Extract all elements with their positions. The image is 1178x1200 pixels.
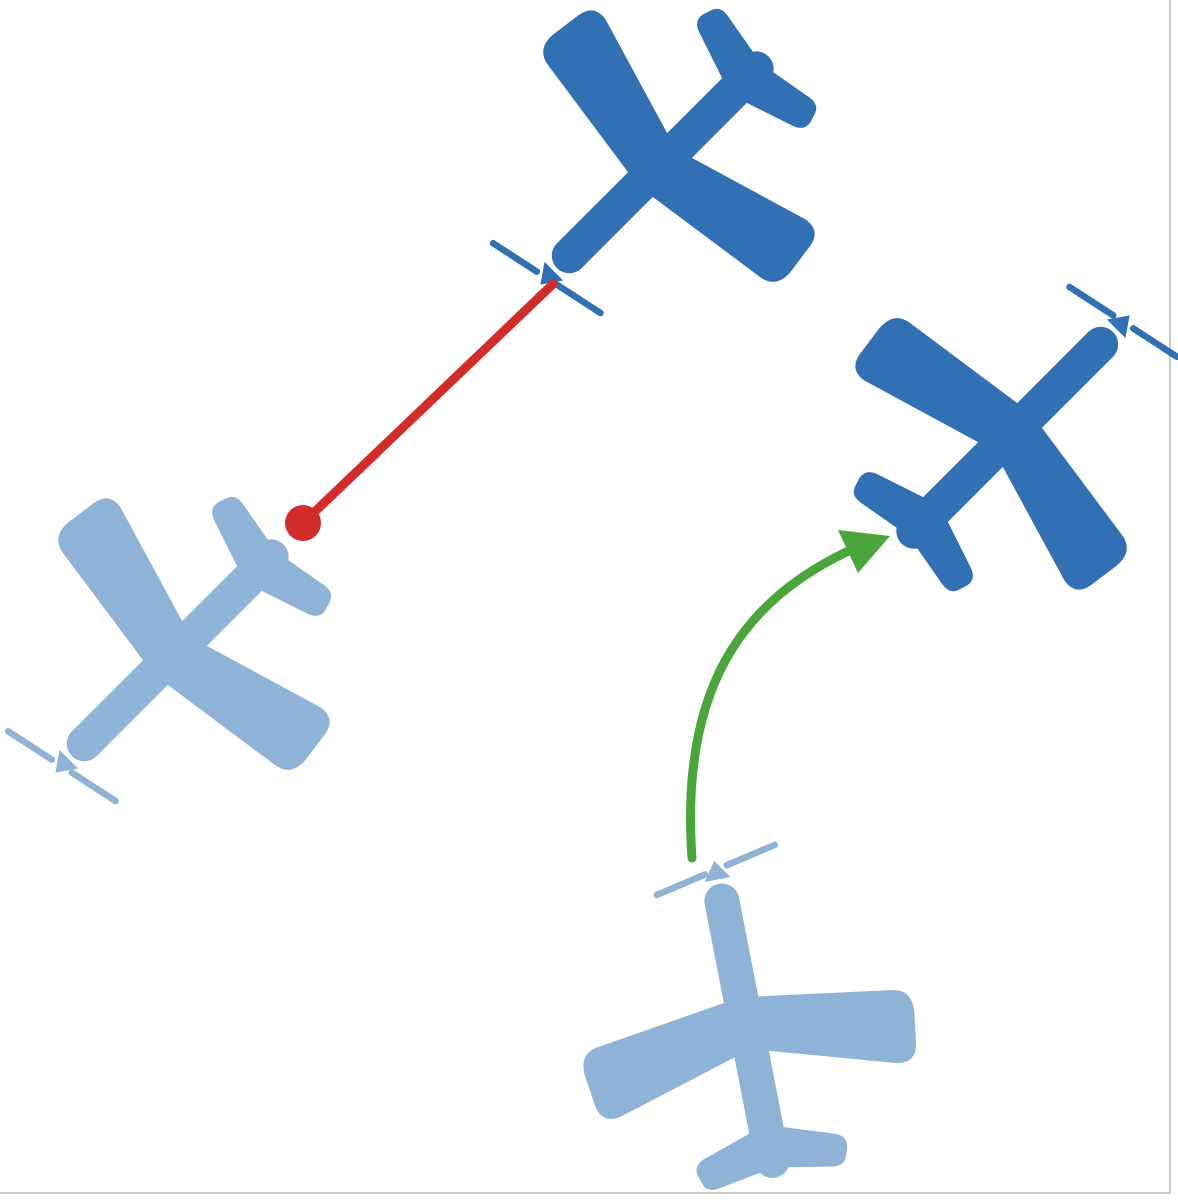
turn-arrow bbox=[686, 530, 890, 863]
aircraft-left-light-icon bbox=[0, 425, 403, 898]
turn-arrow-head-icon bbox=[838, 530, 890, 573]
tether-line bbox=[298, 279, 558, 528]
turn-arrow-curve bbox=[686, 543, 860, 863]
aircraft-right-dark-icon bbox=[782, 190, 1178, 663]
tether-dot bbox=[285, 505, 321, 541]
aircraft-bottom-light-icon bbox=[547, 820, 941, 1200]
tether-connector bbox=[285, 279, 558, 541]
